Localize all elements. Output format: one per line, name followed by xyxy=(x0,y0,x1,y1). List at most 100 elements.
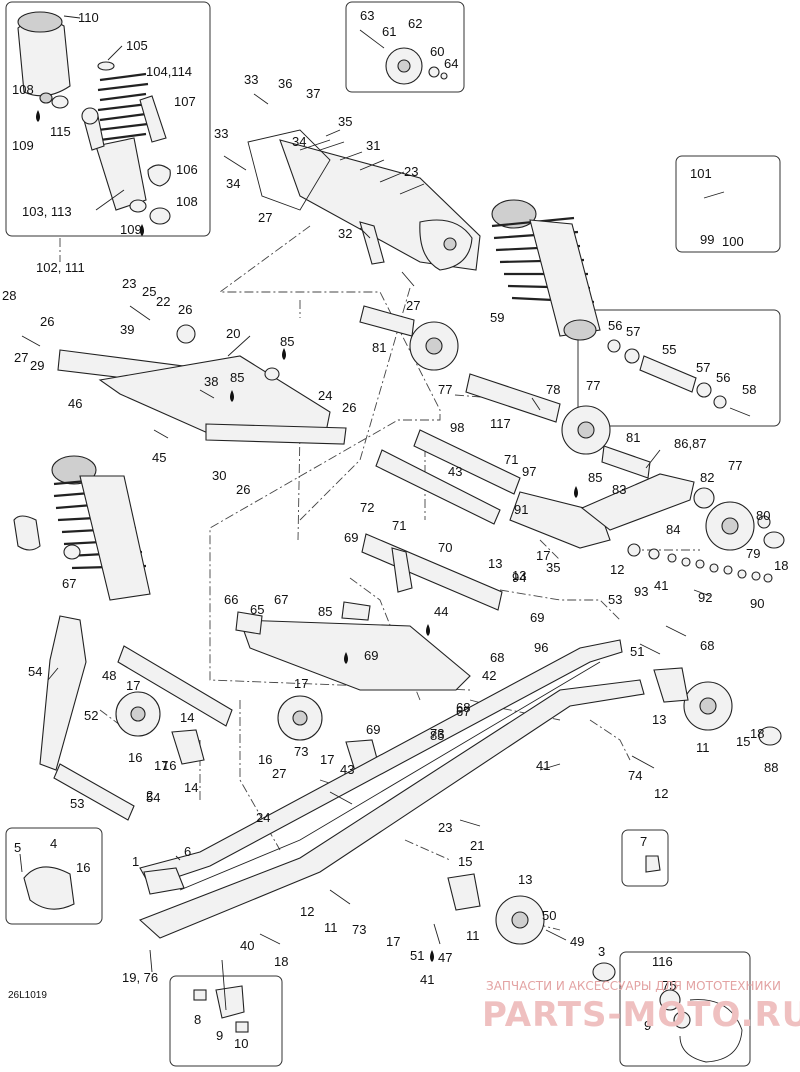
callout-label: 18 xyxy=(274,954,288,969)
callout-label: 35 xyxy=(338,114,352,129)
callout-label: 68 xyxy=(700,638,714,653)
shock-reservoir-part xyxy=(17,11,71,97)
callout-label: 55 xyxy=(662,342,676,357)
callout-label: 10 xyxy=(234,1036,248,1051)
callout-label: 36 xyxy=(278,76,292,91)
oil-drop-icon xyxy=(36,110,578,962)
callout-label: 34 xyxy=(226,176,240,191)
callout-label: 88 xyxy=(764,760,778,775)
rear-shock-left xyxy=(13,455,151,601)
bushing-row xyxy=(627,543,773,583)
diagram-code: 26L1019 xyxy=(8,990,47,1001)
callout-label: 54 xyxy=(146,790,160,805)
callout-label: 67 xyxy=(274,592,288,607)
callout-label: 54 xyxy=(28,664,42,679)
callout-label: 41 xyxy=(420,972,434,987)
callout-label: 19, 76 xyxy=(122,970,158,985)
callout-label: 13 xyxy=(518,872,532,887)
callout-label: 31 xyxy=(366,138,380,153)
callout-label: 13 xyxy=(512,568,526,583)
callout-label: 91 xyxy=(514,502,528,517)
shock-body-inset xyxy=(81,107,147,211)
callout-label: 26 xyxy=(40,314,54,329)
cap-18-bottom xyxy=(592,962,616,982)
front-arm-assembly xyxy=(247,129,481,271)
callout-label: 11 xyxy=(696,740,710,755)
callout-label: 41 xyxy=(654,578,668,593)
callout-label: 85 xyxy=(230,370,244,385)
callout-label: 65 xyxy=(250,602,264,617)
callout-label: 64 xyxy=(444,56,458,71)
callout-label: 53 xyxy=(608,592,622,607)
callout-label: 39 xyxy=(120,322,134,337)
callout-label: 33 xyxy=(244,72,258,87)
callout-label: 109 xyxy=(120,222,142,237)
callout-label: 53 xyxy=(70,796,84,811)
inset-box-plug xyxy=(621,829,669,887)
bracket-16-right xyxy=(653,667,689,703)
callout-label: 17 xyxy=(126,678,140,693)
callout-label: 77 xyxy=(586,378,600,393)
watermark-caption: ЗАПЧАСТИ И АКСЕССУАРЫ ДЛЯ МОТОТЕХНИКИ xyxy=(486,979,781,993)
rod-98 xyxy=(413,429,521,495)
callout-label: 25 xyxy=(142,284,156,299)
callout-label: 20 xyxy=(226,326,240,341)
callout-label: 108 xyxy=(176,194,198,209)
callout-label: 12 xyxy=(300,904,314,919)
callout-label: 48 xyxy=(102,668,116,683)
callout-label: 67 xyxy=(62,576,76,591)
callout-label: 72 xyxy=(360,500,374,515)
callout-label: 110 xyxy=(78,10,99,25)
callout-label: 57 xyxy=(626,324,640,339)
callout-label: 26 xyxy=(236,482,250,497)
callout-label: 85 xyxy=(318,604,332,619)
callout-label: 43 xyxy=(340,762,354,777)
callout-label: 102, 111 xyxy=(36,260,85,275)
callout-label: 4 xyxy=(50,836,57,851)
callout-label: 17 xyxy=(320,752,334,767)
callout-label: 83 xyxy=(612,482,626,497)
wheel-14-center xyxy=(277,695,323,741)
callout-label: 81 xyxy=(626,430,640,445)
callout-label: 85 xyxy=(280,334,294,349)
callout-label: 24 xyxy=(256,810,270,825)
callout-label: 17 xyxy=(154,758,168,773)
callout-label: 42 xyxy=(482,668,496,683)
callout-label: 28 xyxy=(2,288,16,303)
callout-label: 86,87 xyxy=(674,436,707,451)
inset-box-wheel-axle xyxy=(577,309,781,427)
callout-label: 73 xyxy=(430,726,444,741)
callout-label: 27 xyxy=(406,298,420,313)
callout-label: 26 xyxy=(342,400,356,415)
callout-label: 96 xyxy=(534,640,548,655)
callout-label: 18 xyxy=(750,726,764,741)
callout-label: 109 xyxy=(12,138,34,153)
callout-label: 16 xyxy=(76,860,90,875)
axle-81 xyxy=(359,305,415,337)
callout-label: 69 xyxy=(364,648,378,663)
wheel-hub-parts xyxy=(659,989,743,1063)
bolts xyxy=(21,93,725,973)
idler-inset-parts xyxy=(359,29,448,85)
rod-48 xyxy=(117,645,233,727)
callout-label: 104,114 xyxy=(146,64,192,79)
callout-label: 108 xyxy=(12,82,34,97)
callout-label: 69 xyxy=(344,530,358,545)
axle-81-right xyxy=(601,445,651,479)
callout-label: 82 xyxy=(700,470,714,485)
callout-label: 99 xyxy=(700,232,714,247)
callout-label: 37 xyxy=(306,86,320,101)
idler-wheel-77-mid xyxy=(561,405,611,455)
callout-label: 16 xyxy=(162,758,176,773)
callout-label: 9 xyxy=(644,1018,651,1033)
swing-arm-right xyxy=(509,473,785,551)
callout-label: 81 xyxy=(372,340,386,355)
bracket-16-bottom xyxy=(447,873,481,911)
callout-label: 90 xyxy=(750,596,764,611)
callout-label: 34 xyxy=(292,134,306,149)
callout-label: 18 xyxy=(774,558,788,573)
wheel-14-left xyxy=(115,691,161,737)
callout-label: 11 xyxy=(324,920,338,935)
callout-label: 105 xyxy=(126,38,148,53)
